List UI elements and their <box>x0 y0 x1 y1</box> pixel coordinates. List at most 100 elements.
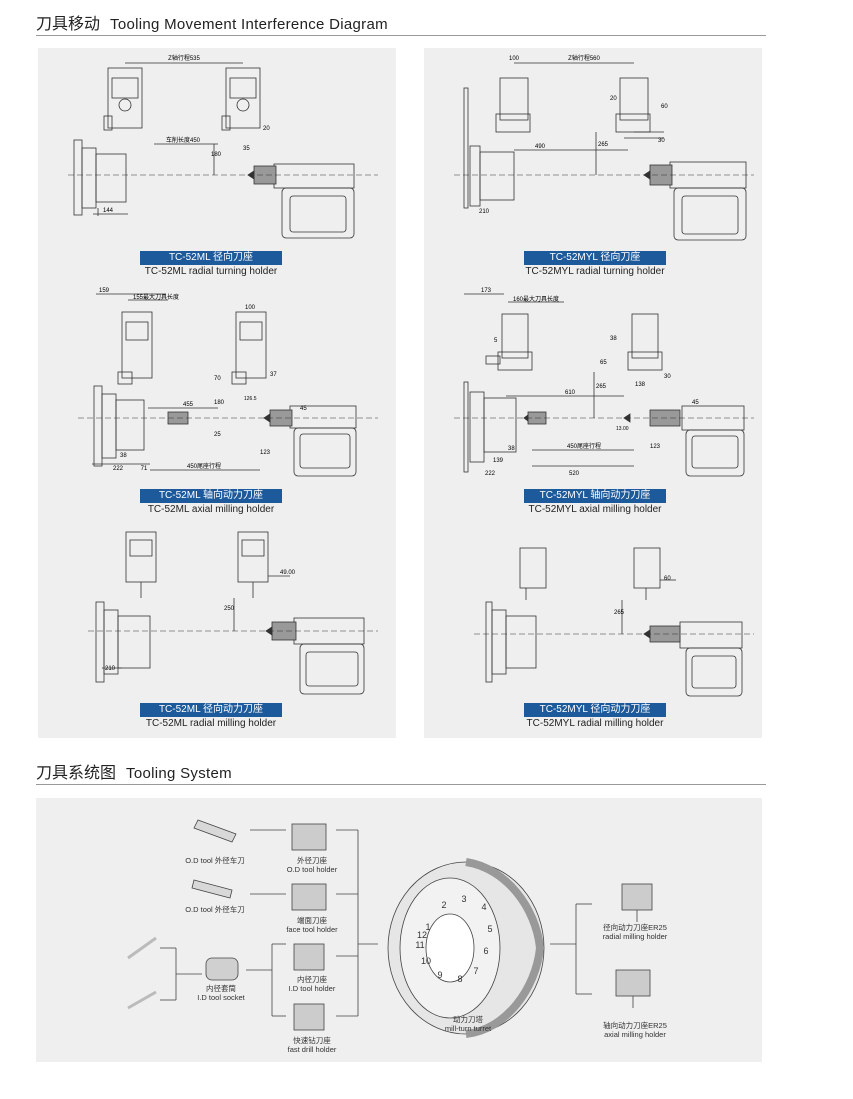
turret-number: 4 <box>481 902 486 912</box>
dim-37: 37 <box>270 372 277 378</box>
dim-z-travel: Z轴行程535 <box>168 54 200 62</box>
turret-number: 7 <box>473 966 478 976</box>
dim-20: 20 <box>263 126 270 132</box>
dim-144: 144 <box>103 208 114 214</box>
turret-number: 5 <box>487 924 492 934</box>
id-socket-en: I.D tool socket <box>197 993 245 1002</box>
dim-138: 138 <box>635 382 646 388</box>
dim-30: 30 <box>664 374 671 380</box>
diagram-label: TC-52ML 径向刀座 <box>140 251 282 265</box>
dim-13: 13.00 <box>616 426 629 432</box>
turret-number: 3 <box>461 894 466 904</box>
dim-210: 210 <box>105 666 116 672</box>
dim-490: 490 <box>535 144 546 150</box>
od-tool-caption-1: O.D tool 外径车刀 <box>185 856 245 865</box>
section-divider <box>36 784 766 785</box>
dim-250: 250 <box>224 606 235 612</box>
id-holder-caption: 内径刀座 I.D tool holder <box>272 975 352 993</box>
left-diagram-panel <box>38 48 396 738</box>
dim-35: 35 <box>243 146 250 152</box>
section-title-en: Tooling Movement Interference Diagram <box>110 16 388 33</box>
diagram-sublabel: TC-52ML axial milling holder <box>147 504 275 515</box>
axial-milling-en: axial milling holder <box>604 1030 666 1039</box>
diagram-ml-axial-milling: 159 155最大刀具长度 100 70 37 126.5 455 180 25… <box>78 288 378 477</box>
dim-180: 180 <box>211 152 222 158</box>
dim-123: 123 <box>260 450 271 456</box>
turret-number: 11 <box>415 940 424 950</box>
od-holder-zh: 外径刀座 <box>297 856 327 865</box>
radial-milling-caption: 径向动力刀座ER25 radial milling holder <box>590 923 680 941</box>
axial-milling-caption: 轴向动力刀座ER25 axial milling holder <box>590 1021 680 1039</box>
dim-159: 159 <box>99 288 110 294</box>
diagram-sublabel: TC-52ML radial milling holder <box>145 718 277 729</box>
dim-71: 71 <box>141 466 148 472</box>
face-holder-zh: 端面刀座 <box>297 916 327 925</box>
face-holder-caption: 端面刀座 face tool holder <box>272 916 352 934</box>
diagram-sublabel: TC-52ML radial turning holder <box>144 266 278 277</box>
turret-number: 9 <box>437 970 442 980</box>
dim-173: 173 <box>481 288 492 294</box>
dim-222: 222 <box>113 466 124 472</box>
drill-holder-zh: 快速钻刀座 <box>293 1036 331 1045</box>
dim-45: 45 <box>300 406 307 412</box>
od-tool-caption-2: O.D tool 外径车刀 <box>185 905 245 914</box>
tooling-system-diagram: 1 2 3 4 5 6 7 8 9 10 11 12 <box>127 819 653 1038</box>
dim-60: 60 <box>661 104 668 110</box>
dim-tail-travel: 450尾座行程 <box>567 442 601 450</box>
dim-38: 38 <box>610 336 617 342</box>
dim-100: 100 <box>509 56 520 62</box>
dim-70: 70 <box>214 376 221 382</box>
dim-520: 520 <box>569 471 580 477</box>
diagram-label: TC-52MYL 轴向动力刀座 <box>524 489 666 503</box>
turret-zh: 动力刀塔 <box>453 1015 483 1024</box>
id-socket-caption: 内径套筒 I.D tool socket <box>186 984 256 1002</box>
dim-610: 610 <box>565 390 576 396</box>
drill-holder-en: fast drill holder <box>287 1045 337 1054</box>
dim-123: 123 <box>650 444 661 450</box>
id-holder-en: I.D tool holder <box>288 984 336 993</box>
diagram-myl-radial-turning: 100 Z轴行程560 20 60 490 265 30 210 <box>454 54 754 241</box>
dim-222: 222 <box>485 471 496 477</box>
dim-tail-travel: 450尾座行程 <box>187 462 221 470</box>
dim-49: 49.00 <box>280 570 296 576</box>
dim-25: 25 <box>214 432 221 438</box>
diagram-sublabel: TC-52MYL axial milling holder <box>528 504 662 515</box>
face-holder-en: face tool holder <box>286 925 338 934</box>
dim-30: 30 <box>658 138 665 144</box>
od-holder-en: O.D tool holder <box>286 865 338 874</box>
turret-number: 6 <box>483 946 488 956</box>
od-holder-caption: 外径刀座 O.D tool holder <box>272 856 352 874</box>
radial-milling-en: radial milling holder <box>602 932 668 941</box>
dim-45: 45 <box>692 400 699 406</box>
dim-38: 38 <box>120 453 127 459</box>
turret-number: 2 <box>441 900 446 910</box>
dim-20: 20 <box>610 96 617 102</box>
turret-caption: 动力刀塔 mill-turn turret <box>428 1015 508 1033</box>
diagram-label: TC-52ML 径向动力刀座 <box>140 703 282 717</box>
dim-265: 265 <box>596 384 607 390</box>
turret-number: 12 <box>417 930 427 940</box>
turret-number: 10 <box>421 956 431 966</box>
diagram-sublabel: TC-52MYL radial turning holder <box>525 266 665 277</box>
diagram-label: TC-52MYL 径向刀座 <box>524 251 666 265</box>
dim-139: 139 <box>493 458 504 464</box>
dim-126: 126.5 <box>244 396 257 402</box>
section-title-movement: 刀具移动 Tooling Movement Interference Diagra… <box>36 10 388 34</box>
id-holder-zh: 内径刀座 <box>297 975 327 984</box>
drill-holder-caption: 快速钻刀座 fast drill holder <box>272 1036 352 1054</box>
section-title-en: Tooling System <box>126 765 232 782</box>
dim-bed: 车削长度450 <box>166 136 201 144</box>
dim-5: 5 <box>494 338 498 344</box>
diagram-sublabel: TC-52MYL radial milling holder <box>526 718 664 729</box>
diagram-myl-axial-milling: 173 160最大刀具长度 5 38 65 30 138 610 265 13.… <box>454 288 754 477</box>
dim-max-tool: 160最大刀具长度 <box>513 295 559 303</box>
radial-milling-zh: 径向动力刀座ER25 <box>603 923 667 932</box>
section-title-zh: 刀具移动 <box>36 14 101 33</box>
dim-265: 265 <box>614 610 625 616</box>
dim-210: 210 <box>479 209 490 215</box>
diagram-ml-radial-turning: Z轴行程535 车削长度450 180 35 20 144 <box>68 54 378 239</box>
axial-milling-zh: 轴向动力刀座ER25 <box>603 1021 667 1030</box>
dim-265: 265 <box>598 142 609 148</box>
dim-180: 180 <box>214 400 225 406</box>
